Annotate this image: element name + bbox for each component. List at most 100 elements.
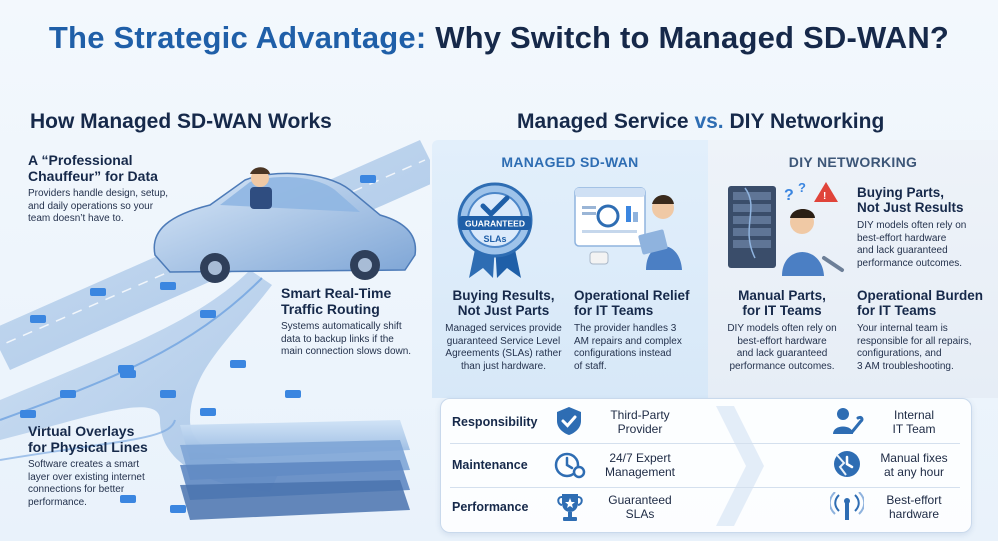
chauffeur-line-2: and daily operations so your (28, 200, 154, 212)
routing-line-2: data to backup links if the (281, 333, 394, 345)
diy-col2: Manual Parts, for IT Teams DIY models of… (712, 288, 852, 373)
antenna-icon (830, 492, 864, 520)
table-divider-1 (450, 443, 960, 444)
maintenance-diy-1: Manual fixes (880, 451, 948, 465)
managed-col1-line-1: Managed services provide (445, 323, 562, 334)
managed-col2-line-2: AM repairs and complex (574, 335, 682, 347)
overlay-line-4: performance. (28, 496, 87, 508)
broken-clock-icon (834, 451, 860, 477)
managed-col1-title-1: Buying Results, (452, 288, 555, 303)
diy-col2-title-2: for IT Teams (742, 303, 822, 318)
heading-managed: Managed Service (517, 110, 689, 133)
car-icon (153, 167, 417, 283)
performance-managed: Guaranteed SLAs (590, 493, 690, 521)
responsibility-managed: Third-Party Provider (590, 408, 690, 436)
maintenance-managed-1: 24/7 Expert (609, 451, 671, 465)
diy-panel (708, 140, 998, 398)
right-section-heading: Managed Service vs. DIY Networking (517, 110, 884, 134)
overlay-block: Virtual Overlays for Physical Lines Soft… (28, 423, 188, 509)
sd-wan-road-illustration (0, 140, 430, 520)
row-label-performance: Performance (452, 500, 529, 514)
maintenance-managed: 24/7 Expert Management (590, 451, 690, 479)
diy-col1: Buying Parts, Not Just Results DIY model… (857, 185, 997, 270)
svg-text:!: ! (823, 191, 826, 202)
diy-col1-line-1: DIY models often rely on (857, 220, 967, 231)
trophy-icon (557, 494, 583, 521)
performance-managed-1: Guaranteed (608, 493, 672, 507)
table-divider-2 (450, 487, 960, 488)
guaranteed-badge-icon: GUARANTEED SLAs (457, 182, 533, 278)
managed-col2-line-4: of staff. (574, 360, 607, 372)
diy-col3-line-3: configurations, and (857, 348, 942, 359)
left-section-heading: How Managed SD-WAN Works (30, 110, 332, 133)
chauffeur-title-1: A “Professional (28, 152, 133, 168)
diy-col2-title-1: Manual Parts, (738, 288, 826, 303)
routing-line-1: Systems automatically shift (281, 321, 402, 332)
overlay-layers (180, 420, 410, 520)
responsibility-diy-2: IT Team (892, 422, 936, 436)
responsibility-managed-2: Provider (617, 422, 663, 436)
shield-check-icon (557, 407, 581, 435)
managed-col2: Operational Relief for IT Teams The prov… (574, 288, 706, 373)
chauffeur-line-3: team doesn’t have to. (28, 213, 124, 224)
maintenance-diy: Manual fixes at any hour (866, 451, 962, 479)
diy-label: DIY NETWORKING (788, 154, 918, 170)
managed-col1-title-2: Not Just Parts (457, 303, 550, 318)
performance-diy-2: hardware (888, 507, 940, 521)
diy-col1-title-1: Buying Parts, (857, 185, 945, 200)
responsibility-diy: Internal IT Team (866, 408, 962, 436)
heading-diy: DIY Networking (729, 110, 885, 133)
diy-col2-line-3: and lack guaranteed (736, 348, 828, 359)
svg-text:?: ? (798, 180, 806, 195)
overlay-title-1: Virtual Overlays (28, 423, 135, 439)
overlay-line-1: Software creates a smart (28, 459, 140, 470)
chauffeur-block: A “Professional Chauffeur” for Data Prov… (28, 152, 208, 226)
diy-col3-title-2: for IT Teams (857, 303, 937, 318)
comparison-table (440, 398, 972, 533)
stressed-it-server-icon: ? ? ! (728, 180, 844, 276)
managed-col2-line-3: configurations instead (574, 348, 672, 359)
chauffeur-line-1: Providers handle design, setup, (28, 188, 169, 199)
svg-text:?: ? (784, 187, 794, 204)
badge-text-2: SLAs (483, 234, 506, 244)
maintenance-diy-2: at any hour (883, 465, 945, 479)
routing-title-1: Smart Real-Time (281, 285, 392, 301)
diy-col1-title-2: Not Just Results (857, 200, 964, 215)
performance-diy: Best-effort hardware (866, 493, 962, 521)
responsibility-diy-1: Internal (893, 408, 935, 422)
managed-col1-line-2: guaranteed Service Level (446, 335, 561, 347)
managed-col2-title-1: Operational Relief (574, 288, 690, 303)
diy-col2-line-2: best-effort hardware (737, 335, 827, 347)
diy-col3-title-1: Operational Burden (857, 288, 984, 303)
person-wrench-icon (833, 408, 864, 434)
row-label-maintenance: Maintenance (452, 458, 528, 472)
page-title: The Strategic Advantage: Why Switch to M… (0, 20, 998, 56)
managed-col2-title-2: for IT Teams (574, 303, 654, 318)
chevron-separator-icon (716, 406, 764, 526)
overlay-line-3: connections for better (28, 484, 125, 495)
curving-lanes (0, 270, 280, 492)
maintenance-managed-2: Management (604, 465, 676, 479)
diy-col1-line-3: and lack guaranteed (857, 245, 948, 256)
managed-col1-line-4: than just hardware. (460, 360, 547, 372)
managed-col1: Buying Results, Not Just Parts Managed s… (436, 288, 571, 373)
row-label-responsibility: Responsibility (452, 415, 538, 429)
title-part-2: Why Switch to Managed SD-WAN? (435, 20, 950, 55)
clock-gear-icon (554, 452, 586, 479)
responsibility-managed-1: Third-Party (610, 408, 670, 422)
managed-col2-line-1: The provider handles 3 (574, 323, 677, 334)
heading-vs: vs. (694, 110, 724, 133)
managed-label: MANAGED SD-WAN (501, 154, 639, 170)
diy-col2-line-4: performance outcomes. (729, 360, 835, 372)
diy-col3: Operational Burden for IT Teams Your int… (857, 288, 997, 373)
diy-col3-line-4: 3 AM troubleshooting. (857, 360, 954, 372)
diy-col2-line-1: DIY models often rely on (727, 323, 837, 334)
routing-block: Smart Real-Time Traffic Routing Systems … (281, 285, 431, 359)
performance-diy-1: Best-effort (886, 493, 942, 507)
title-part-1: The Strategic Advantage: (48, 20, 427, 55)
badge-text-1: GUARANTEED (465, 219, 525, 229)
diy-col3-line-2: responsible for all repairs, (857, 335, 972, 347)
diy-col1-line-2: best-effort hardware (857, 232, 947, 244)
dashboard-operator-icon (574, 187, 682, 270)
managed-col1-line-3: Agreements (SLAs) rather (445, 348, 562, 359)
